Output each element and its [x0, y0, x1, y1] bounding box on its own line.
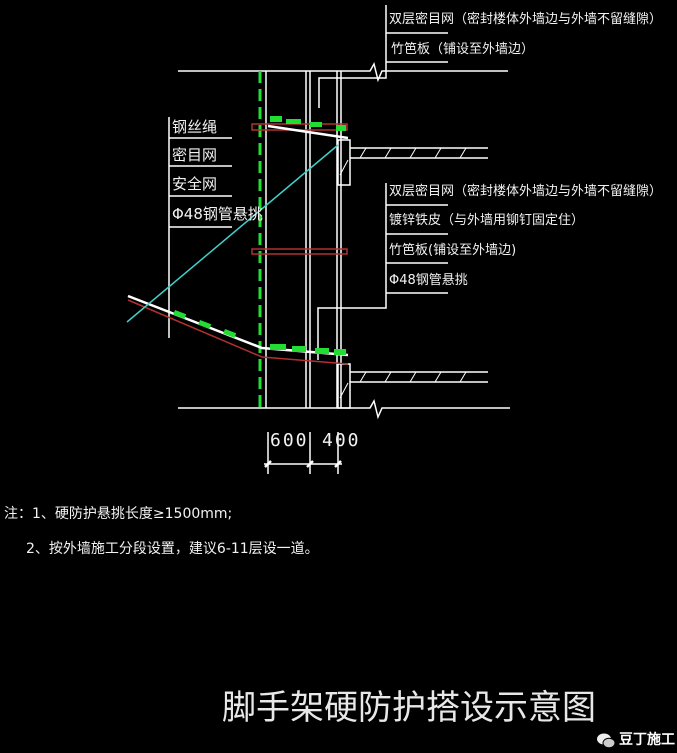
upper-floor-line	[178, 62, 508, 83]
note-2: 2、按外墙施工分段设置，建议6-11层设一道。	[26, 541, 319, 557]
middle-tube	[251, 248, 348, 255]
wire-rope	[126, 144, 339, 323]
left-label-4: Φ48钢管悬挑	[172, 205, 263, 223]
wall-upper	[337, 139, 351, 186]
lower-label-3: 竹笆板(铺设至外墙边)	[389, 243, 517, 258]
watermark: 豆丁施工	[596, 731, 675, 749]
lower-label-2: 镀锌铁皮（与外墙用铆钉固定住）	[389, 213, 585, 228]
left-label-1: 钢丝绳	[172, 118, 218, 136]
upper-net	[270, 116, 346, 131]
wechat-icon	[596, 732, 616, 749]
left-label-2: 密目网	[172, 146, 218, 164]
lower-label-4: Φ48钢管悬挑	[389, 273, 468, 288]
upper-board	[267, 124, 349, 140]
watermark-text: 豆丁施工	[619, 732, 675, 748]
note-1: 注：1、硬防护悬挑长度≥1500mm;	[4, 506, 233, 522]
lower-net	[173, 310, 346, 355]
leader-upper	[318, 5, 387, 108]
drawing-title: 脚手架硬防护搭设示意图	[222, 688, 596, 728]
upper-label-1: 双层密目网（密封楼体外墙边与外墙不留缝隙）	[389, 12, 663, 27]
lower-label-1: 双层密目网（密封楼体外墙边与外墙不留缝隙）	[389, 184, 663, 199]
lower-cantilever-tube	[127, 299, 349, 365]
leader-lower	[317, 183, 387, 360]
upper-label-2: 竹笆板（铺设至外墙边）	[391, 42, 535, 57]
left-label-3: 安全网	[172, 175, 218, 193]
dimension-400: 400	[322, 430, 361, 451]
dimension-600: 600	[270, 430, 309, 451]
lower-floor-line	[178, 399, 510, 420]
wall-lower	[337, 363, 351, 409]
